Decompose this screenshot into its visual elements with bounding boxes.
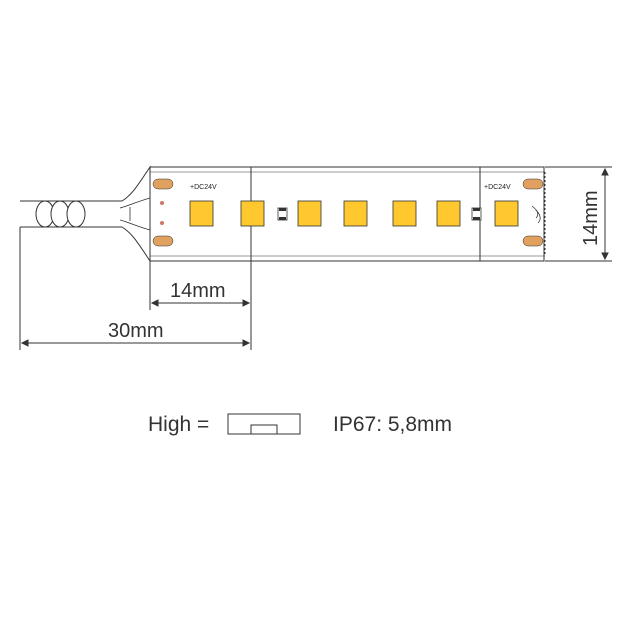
dimension-connector-width — [149, 261, 252, 310]
voltage-label-left: +DC24V — [190, 184, 217, 191]
pad-right-top — [522, 178, 544, 190]
led-chips — [189, 200, 519, 227]
resistor — [277, 207, 288, 221]
led-chip — [392, 200, 417, 227]
profile-icon — [227, 413, 301, 435]
dimension-total-length — [19, 227, 252, 350]
legend-ip-rating: IP67: 5,8mm — [333, 413, 452, 436]
led-chip — [436, 200, 461, 227]
cable-rings — [35, 200, 86, 228]
legend-high-label: High = — [148, 413, 209, 436]
pad-left-top — [152, 178, 174, 190]
dimension-label-total: 30mm — [108, 320, 164, 342]
resistor — [471, 207, 482, 221]
dimension-label-height: 14mm — [580, 190, 602, 246]
resistors — [277, 207, 482, 221]
pad-right-bottom — [522, 235, 544, 247]
voltage-label-right: +DC24V — [484, 184, 511, 191]
led-chip — [494, 200, 519, 227]
cut-mark-icon — [531, 205, 541, 224]
cable-wires — [20, 200, 122, 228]
led-chip — [297, 200, 322, 227]
solder-pads — [152, 178, 544, 247]
led-chip — [189, 200, 214, 227]
led-chip — [343, 200, 368, 227]
pad-wire-marks — [160, 201, 164, 225]
led-chip — [240, 200, 265, 227]
dimension-height — [545, 166, 612, 262]
pad-left-bottom — [152, 235, 174, 247]
dimension-label-connector: 14mm — [170, 280, 226, 302]
end-cap — [119, 165, 151, 263]
